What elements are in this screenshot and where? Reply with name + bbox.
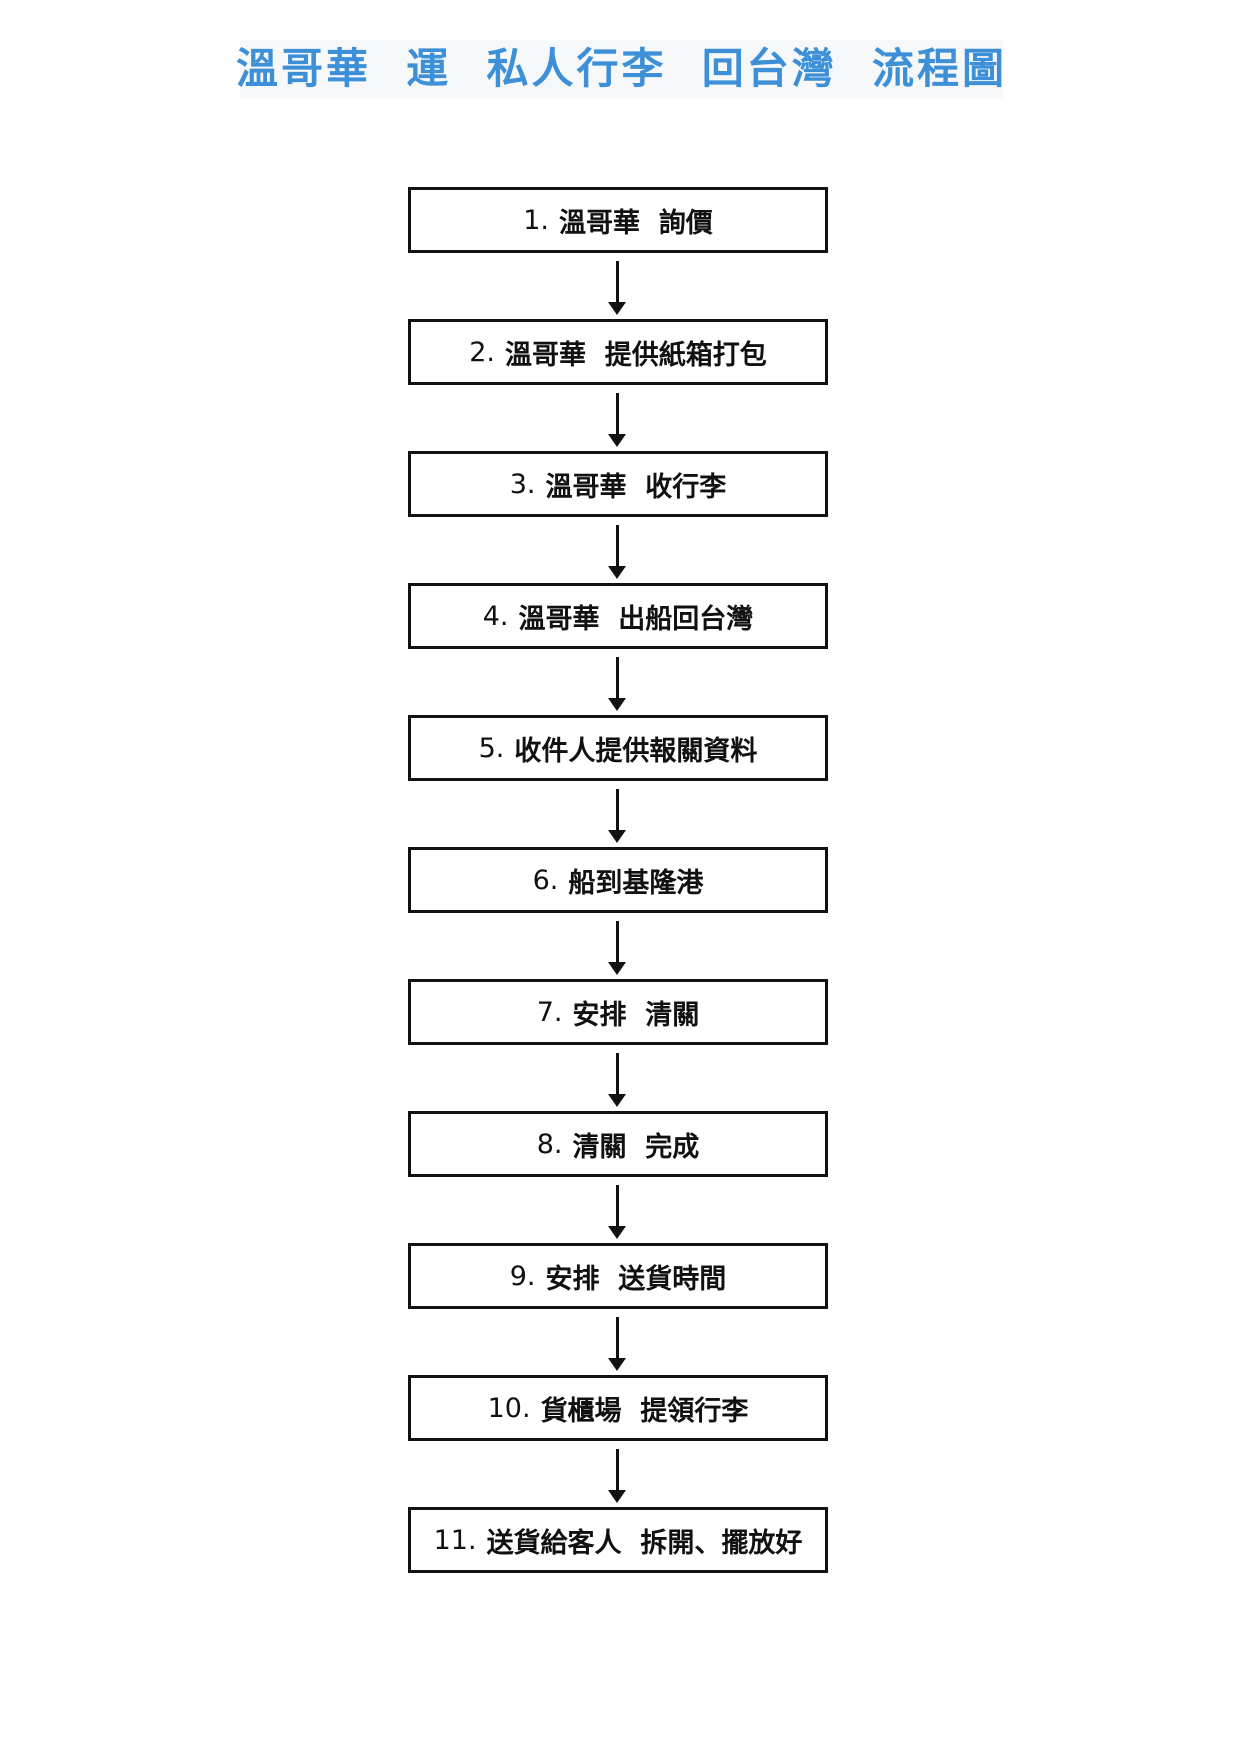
- step-label: 溫哥華 收行李: [545, 471, 727, 503]
- flow-step-4: 4. 溫哥華 出船回台灣: [408, 583, 828, 649]
- step-label: 船到基隆港: [568, 867, 704, 899]
- flow-step-3: 3. 溫哥華 收行李: [408, 451, 828, 517]
- step-number: 10.: [487, 1392, 531, 1424]
- step-label: 貨櫃場 提領行李: [540, 1395, 749, 1427]
- arrow-head-icon: [608, 1226, 626, 1239]
- flow-step-7: 7. 安排 清關: [408, 979, 828, 1045]
- flow-arrow-3: [606, 525, 630, 579]
- step-label: 溫哥華 出船回台灣: [518, 603, 754, 635]
- arrow-head-icon: [608, 1094, 626, 1107]
- flow-step-2: 2. 溫哥華 提供紙箱打包: [408, 319, 828, 385]
- flow-arrow-2: [606, 393, 630, 447]
- arrow-head-icon: [608, 434, 626, 447]
- flow-arrow-9: [606, 1317, 630, 1371]
- arrow-shaft: [616, 1449, 619, 1491]
- flow-arrow-5: [606, 789, 630, 843]
- flow-step-8: 8. 清關 完成: [408, 1111, 828, 1177]
- arrow-shaft: [616, 657, 619, 699]
- step-label: 安排 清關: [572, 999, 700, 1031]
- arrow-head-icon: [608, 1490, 626, 1503]
- arrow-shaft: [616, 261, 619, 303]
- arrow-head-icon: [608, 962, 626, 975]
- arrow-shaft: [616, 393, 619, 435]
- step-number: 1.: [523, 204, 549, 236]
- step-number: 5.: [478, 732, 505, 764]
- flow-step-10: 10. 貨櫃場 提領行李: [408, 1375, 828, 1441]
- step-number: 7.: [536, 996, 563, 1028]
- arrow-head-icon: [608, 566, 626, 579]
- flow-step-11: 11. 送貨給客人 拆開、擺放好: [408, 1507, 828, 1573]
- arrow-shaft: [616, 1185, 619, 1227]
- arrow-head-icon: [608, 1358, 626, 1371]
- page-title: 溫哥華 運 私人行李 回台灣 流程圖: [236, 44, 1007, 93]
- step-number: 3.: [509, 468, 536, 500]
- step-number: 2.: [469, 336, 495, 368]
- arrow-shaft: [616, 789, 619, 831]
- flow-step-5: 5. 收件人提供報關資料: [408, 715, 828, 781]
- step-number: 8.: [536, 1128, 563, 1160]
- step-label: 清關 完成: [572, 1131, 700, 1163]
- flow-arrow-4: [606, 657, 630, 711]
- step-label: 送貨給客人 拆開、擺放好: [486, 1527, 803, 1559]
- step-label: 溫哥華 詢價: [558, 207, 713, 239]
- flow-arrow-7: [606, 1053, 630, 1107]
- step-number: 6.: [532, 864, 559, 896]
- flow-step-1: 1. 溫哥華 詢價: [408, 187, 828, 253]
- flow-arrow-6: [606, 921, 630, 975]
- arrow-shaft: [616, 1317, 619, 1359]
- arrow-shaft: [616, 921, 619, 963]
- flow-arrow-10: [606, 1449, 630, 1503]
- arrow-head-icon: [608, 830, 626, 843]
- step-label: 收件人提供報關資料: [514, 735, 758, 767]
- arrow-shaft: [616, 525, 619, 567]
- arrow-head-icon: [608, 302, 626, 315]
- step-label: 安排 送貨時間: [545, 1263, 727, 1295]
- flow-arrow-1: [606, 261, 630, 315]
- arrow-head-icon: [608, 698, 626, 711]
- title-banner: 溫哥華 運 私人行李 回台灣 流程圖: [236, 40, 1004, 98]
- step-label: 溫哥華 提供紙箱打包: [504, 339, 767, 371]
- step-number: 11.: [433, 1524, 477, 1556]
- step-number: 9.: [509, 1260, 536, 1292]
- flow-arrow-8: [606, 1185, 630, 1239]
- flow-step-6: 6. 船到基隆港: [408, 847, 828, 913]
- step-number: 4.: [482, 600, 509, 632]
- flow-step-9: 9. 安排 送貨時間: [408, 1243, 828, 1309]
- arrow-shaft: [616, 1053, 619, 1095]
